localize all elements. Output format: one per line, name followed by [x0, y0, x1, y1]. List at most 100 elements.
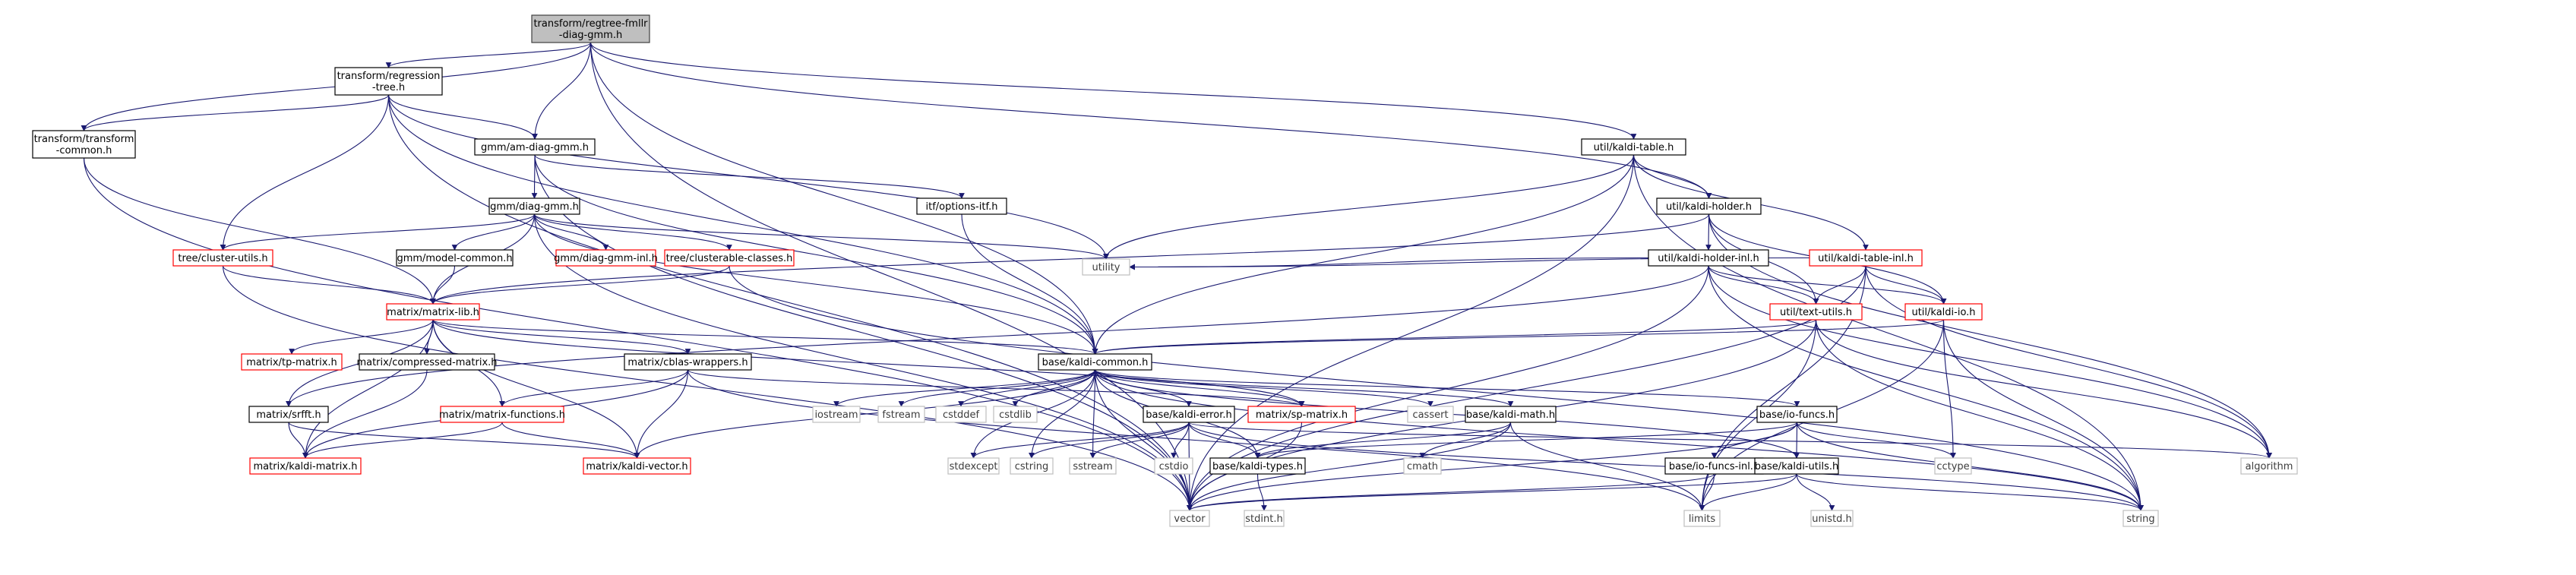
node-stdexcept: stdexcept — [947, 457, 1000, 475]
node-clusterable[interactable]: tree/clusterable-classes.h — [664, 249, 795, 267]
node-sp-matrix[interactable]: matrix/sp-matrix.h — [1247, 406, 1356, 423]
node-box — [1581, 138, 1686, 156]
node-box — [916, 197, 1007, 215]
edge-root-to-kaldi_table — [589, 42, 1637, 140]
node-box — [812, 406, 861, 423]
node-diaggmm[interactable]: gmm/diag-gmm.h — [488, 197, 580, 215]
node-diaggmm-inl[interactable]: gmm/diag-gmm-inl.h — [554, 249, 658, 267]
node-string: string — [2122, 510, 2159, 527]
node-kaldi-table[interactable]: util/kaldi-table.h — [1581, 138, 1686, 156]
node-label: base/kaldi-common.h — [1042, 357, 1149, 368]
node-label: util/kaldi-table-inl.h — [1818, 253, 1914, 264]
node-label: util/kaldi-holder-inl.h — [1658, 253, 1759, 264]
edge-kaldi_holder-to-holder_inl — [1705, 213, 1712, 251]
edge-io_funcs-to-cctype — [1796, 422, 1956, 459]
node-cstdio: cstdio — [1154, 457, 1193, 475]
node-cluster-utils[interactable]: tree/cluster-utils.h — [172, 249, 273, 267]
edge-kaldi_error-to-cstring — [1029, 422, 1190, 459]
edge-kaldi_io-to-string — [1942, 319, 2144, 511]
node-box — [935, 406, 987, 423]
node-label: matrix/cblas-wrappers.h — [627, 357, 748, 368]
edge-diaggmm-to-model_common — [451, 213, 536, 251]
node-kaldi-holder[interactable]: util/kaldi-holder.h — [1656, 197, 1762, 215]
node-matrix-funcs[interactable]: matrix/matrix-functions.h — [439, 406, 565, 423]
node-label: util/kaldi-io.h — [1911, 307, 1975, 318]
node-holder-inl[interactable]: util/kaldi-holder-inl.h — [1648, 249, 1769, 267]
node-optionsitf[interactable]: itf/options-itf.h — [916, 197, 1007, 215]
edge-kaldi_common-to-cstring — [1029, 369, 1096, 459]
node-io-funcs[interactable]: base/io-funcs.h — [1756, 406, 1838, 423]
node-table-inl[interactable]: util/kaldi-table-inl.h — [1809, 249, 1923, 267]
node-cblas[interactable]: matrix/cblas-wrappers.h — [624, 353, 752, 371]
node-kaldi-error[interactable]: base/kaldi-error.h — [1143, 406, 1235, 423]
edge-matrix_lib-to-tp_matrix — [289, 319, 434, 355]
node-matrix-lib[interactable]: matrix/matrix-lib.h — [386, 303, 480, 321]
edge-cluster_utils-to-matrix_lib — [222, 265, 436, 305]
edge-tcommon-to-matrix_lib — [83, 157, 436, 305]
node-kaldi-io[interactable]: util/kaldi-io.h — [1904, 303, 1983, 321]
node-algorithm: algorithm — [2240, 457, 2298, 475]
node-box — [1154, 457, 1193, 475]
node-box — [396, 249, 514, 267]
node-box — [1038, 353, 1152, 371]
node-limits: limits — [1683, 510, 1721, 527]
edge-regtree-to-utility — [387, 94, 1109, 260]
node-amdiag[interactable]: gmm/am-diag-gmm.h — [474, 138, 596, 156]
node-label: utility — [1092, 262, 1120, 273]
node-label: -diag-gmm.h — [559, 30, 622, 41]
edge-kaldi_table-to-kaldi_holder — [1633, 154, 1712, 199]
edge-regtree-to-vector — [387, 94, 1193, 511]
node-label: -tree.h — [372, 82, 405, 93]
node-kaldi-types[interactable]: base/kaldi-types.h — [1209, 457, 1306, 475]
node-label: matrix/srfft.h — [256, 409, 321, 421]
node-label: cstdlib — [999, 409, 1032, 421]
edge-regtree-to-cluster_utils — [220, 94, 390, 251]
node-label: tree/cluster-utils.h — [178, 253, 267, 264]
node-tp-matrix[interactable]: matrix/tp-matrix.h — [241, 353, 343, 371]
node-io-funcs-inl[interactable]: base/io-funcs-inl.h — [1664, 457, 1764, 475]
node-text-utils[interactable]: util/text-utils.h — [1769, 303, 1863, 321]
edge-kaldi_error-to-cstdio — [1171, 422, 1190, 459]
node-vector: vector — [1169, 510, 1210, 527]
node-kaldi-math[interactable]: base/kaldi-math.h — [1465, 406, 1557, 423]
node-kaldi-vector[interactable]: matrix/kaldi-vector.h — [583, 457, 691, 475]
edge-kaldi_common-to-fstream — [898, 369, 1096, 407]
node-root[interactable]: transform/regtree-fmllr-diag-gmm.h — [531, 14, 650, 43]
node-box — [1809, 249, 1923, 267]
node-iostream: iostream — [812, 406, 861, 423]
edge-kaldi_error-to-stdexcept — [970, 422, 1190, 459]
node-kaldi-matrix[interactable]: matrix/kaldi-matrix.h — [249, 457, 362, 475]
edge-kaldi_common-to-iostream — [833, 369, 1096, 407]
node-srfft[interactable]: matrix/srfft.h — [248, 406, 329, 423]
edge-kaldi_common-to-kaldi_math — [1094, 369, 1514, 407]
node-stdint: stdint.h — [1244, 510, 1285, 527]
edge-holder_inl-to-string — [1708, 265, 2144, 511]
edge-io_funcs-to-vector — [1187, 422, 1798, 511]
edge-diaggmm-to-vector — [533, 213, 1193, 511]
node-label: matrix/matrix-functions.h — [439, 409, 565, 421]
node-model-common[interactable]: gmm/model-common.h — [396, 249, 514, 267]
edge-kaldi_table-to-vector — [1187, 154, 1635, 511]
node-cctype: cctype — [1934, 457, 1972, 475]
node-box — [1648, 249, 1769, 267]
node-cstdlib: cstdlib — [993, 406, 1038, 423]
node-tcommon[interactable]: transform/transform-common.h — [32, 130, 136, 159]
node-box — [947, 457, 1000, 475]
node-box — [664, 249, 795, 267]
node-kaldi-common[interactable]: base/kaldi-common.h — [1038, 353, 1152, 371]
edge-srfft-to-kaldi_vector — [288, 422, 640, 459]
node-label: matrix/compressed-matrix.h — [356, 357, 497, 368]
node-box — [583, 457, 691, 475]
node-label: matrix/tp-matrix.h — [246, 357, 337, 368]
node-box — [1810, 510, 1854, 527]
node-regtree[interactable]: transform/regression-tree.h — [334, 67, 443, 96]
node-compressed[interactable]: matrix/compressed-matrix.h — [356, 353, 498, 371]
dependency-edges — [81, 42, 2272, 511]
node-label: gmm/am-diag-gmm.h — [481, 142, 589, 153]
node-box — [474, 138, 596, 156]
edge-kaldi_io-to-cctype — [1942, 319, 1956, 459]
node-kaldi-utils[interactable]: base/kaldi-utils.h — [1754, 457, 1839, 475]
node-box — [488, 197, 580, 215]
node-box — [249, 457, 362, 475]
